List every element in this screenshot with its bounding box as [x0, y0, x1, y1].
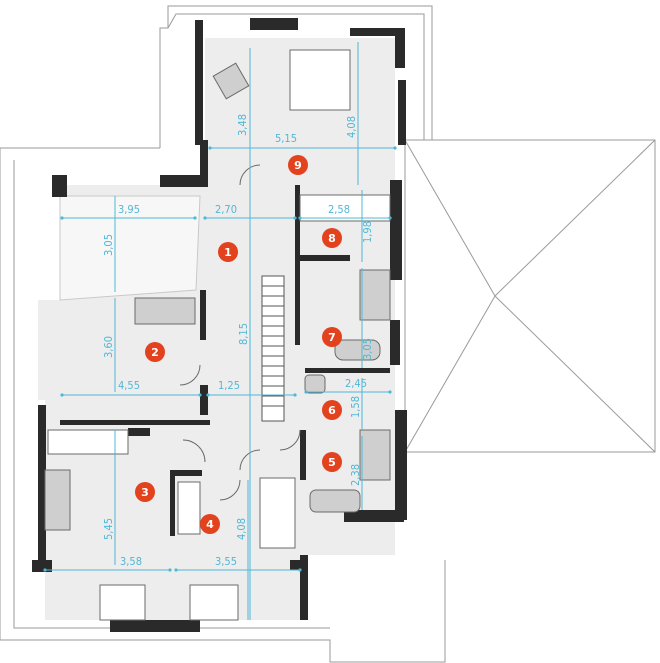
staircase	[261, 275, 285, 422]
dim-3-55: 3,55	[215, 555, 237, 568]
dim-5-15: 5,15	[275, 132, 297, 145]
svg-text:7: 7	[328, 331, 336, 344]
svg-text:6: 6	[328, 404, 336, 417]
svg-text:4: 4	[206, 518, 214, 531]
svg-text:2: 2	[151, 346, 159, 359]
room-badge-7: 7	[322, 327, 342, 347]
dim-3-60: 3,60	[102, 336, 115, 358]
room-badge-4: 4	[200, 514, 220, 534]
walls	[32, 18, 407, 632]
roof-outline	[0, 5, 656, 663]
dim-4-55: 4,55	[118, 379, 140, 392]
dimension-lines	[45, 42, 395, 620]
dim-1-58: 1,58	[349, 396, 362, 418]
svg-text:5: 5	[328, 456, 336, 469]
dim-2-70: 2,70	[215, 203, 237, 216]
dim-3-48: 3,48	[236, 114, 249, 136]
dimension-ticks	[43, 146, 397, 572]
door-swings	[179, 164, 301, 501]
room-badge-1: 1	[218, 242, 238, 262]
dim-3-58: 3,58	[120, 555, 142, 568]
floor-area	[38, 38, 395, 620]
svg-text:3: 3	[141, 486, 149, 499]
room-badges: 1 2 3 4 5 6 7 8	[135, 155, 342, 534]
svg-text:8: 8	[328, 232, 336, 245]
dim-3-05-left: 3,05	[102, 234, 115, 256]
dim-3-95: 3,95	[118, 203, 140, 216]
room-badge-2: 2	[145, 342, 165, 362]
dim-4-08-bottom: 4,08	[235, 518, 248, 540]
dim-3-05-right: 3,05	[361, 338, 374, 360]
dim-4-08-top: 4,08	[345, 116, 358, 138]
room-badge-3: 3	[135, 482, 155, 502]
room-badge-6: 6	[322, 400, 342, 420]
terrace	[59, 195, 201, 301]
dim-8-15: 8,15	[237, 323, 250, 345]
room-badge-8: 8	[322, 228, 342, 248]
svg-text:9: 9	[294, 159, 302, 172]
dimension-labels: 5,15 3,48 4,08 3,95 2,70 2,58 3,05 1,98 …	[102, 114, 374, 568]
dim-1-98: 1,98	[361, 221, 374, 243]
svg-text:1: 1	[224, 246, 232, 259]
furniture	[44, 49, 391, 621]
dim-5-45: 5,45	[102, 518, 115, 540]
room-badge-9: 9	[288, 155, 308, 175]
dim-1-25: 1,25	[218, 379, 240, 392]
dim-2-38: 2,38	[349, 464, 362, 486]
dim-2-45: 2,45	[345, 377, 367, 390]
room-badge-5: 5	[322, 452, 342, 472]
dim-2-58: 2,58	[328, 203, 350, 216]
